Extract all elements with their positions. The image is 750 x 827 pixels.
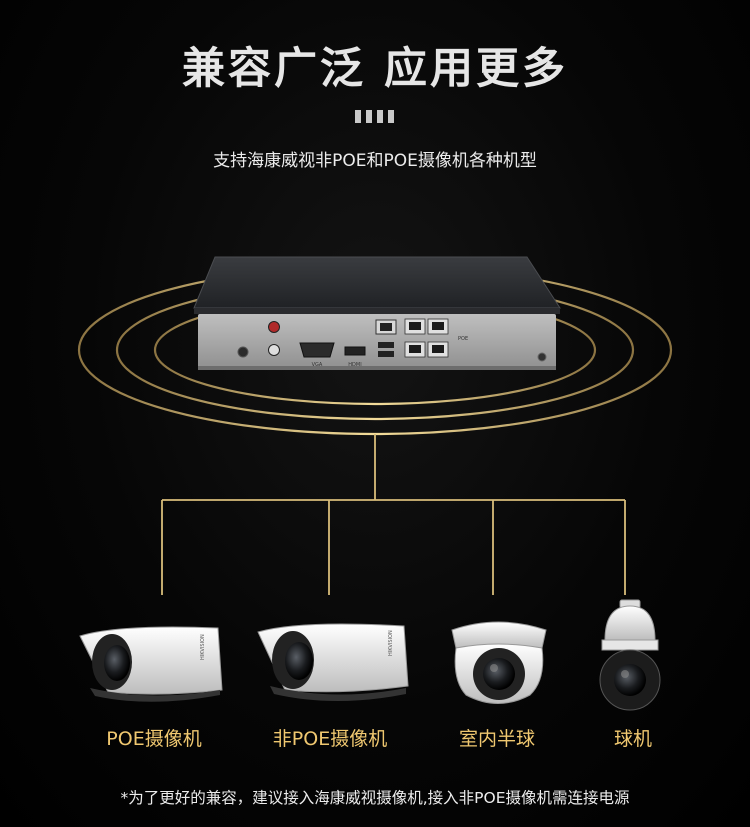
- camera-label-dome: 室内半球: [458, 728, 535, 750]
- camera-brand: HIKVISION: [388, 630, 394, 656]
- poe-port-label: POE: [458, 336, 468, 342]
- connector-lines: [161, 434, 626, 595]
- bullet-camera-icon: HIKVISION: [79, 626, 223, 702]
- footnote: *为了更好的兼容，建议接入海康威视摄像机,接入非POE摄像机需连接电源: [120, 789, 630, 807]
- nvr-device: VGA HDMI POE: [193, 256, 561, 370]
- vga-port-label: VGA: [312, 362, 323, 368]
- camera-label-non-poe: 非POE摄像机: [272, 728, 388, 750]
- hdmi-port-label: HDMI: [348, 362, 361, 368]
- decor-bars: [355, 110, 394, 123]
- camera-label-ptz: 球机: [613, 728, 652, 750]
- dome-camera-icon: [451, 621, 547, 704]
- bullet-camera-icon: HIKVISION: [257, 623, 409, 701]
- camera-label-poe: POE摄像机: [106, 728, 202, 750]
- subtitle: 支持海康威视非POE和POE摄像机各种机型: [213, 151, 537, 171]
- camera-brand: HIKVISION: [200, 634, 206, 660]
- ptz-camera-icon: [599, 599, 661, 711]
- headline: 兼容广泛 应用更多: [182, 44, 568, 94]
